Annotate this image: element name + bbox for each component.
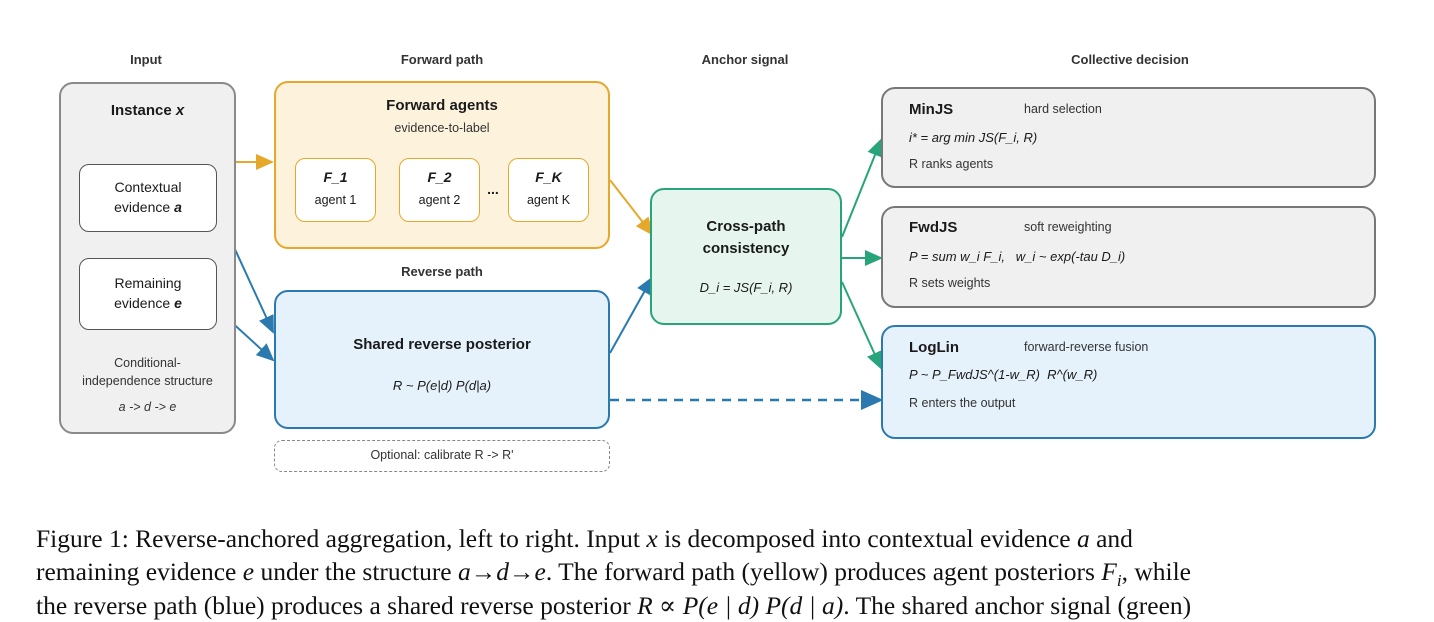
instance-title: Instance x — [110, 102, 185, 119]
arrow-consistency-to-loglin — [841, 281, 882, 370]
forward-agents-title: Forward agents — [386, 97, 498, 114]
remaining-evidence-box: Remaining evidence e — [79, 258, 217, 330]
decision-fwdjs-formula: P = sum w_i F_i, w_i ~ exp(-tau D_i) — [909, 249, 1126, 264]
instance-box: Instance x Contextual evidence a Remaini… — [59, 82, 236, 434]
decision-fwdjs-box: FwdJS soft reweighting P = sum w_i F_i, … — [881, 206, 1376, 308]
decision-loglin-formula: P ~ P_FwdJS^(1-w_R) R^(w_R) — [909, 367, 1098, 382]
ci-formula: a -> d -> e — [118, 400, 177, 414]
column-header-input: Input — [130, 52, 162, 67]
agent-box-1: F_1 agent 1 — [295, 158, 376, 222]
arrow-forward-to-consistency — [609, 179, 654, 236]
reverse-posterior-title: Shared reverse posterior — [353, 336, 531, 353]
decision-minjs-formula: i* = arg min JS(F_i, R) — [909, 130, 1038, 145]
optional-calibrate-box: Optional: calibrate R -> R' — [274, 440, 610, 472]
arrow-consistency-to-minjs — [841, 138, 883, 238]
decision-loglin-note: R enters the output — [909, 396, 1016, 410]
caption-line-3: the reverse path (blue) produces a share… — [36, 591, 1192, 620]
agent-box-k: F_K agent K — [508, 158, 589, 222]
consistency-title: Cross-path consistency — [702, 218, 790, 257]
reverse-posterior-box: Shared reverse posterior R ~ P(e|d) P(d|… — [274, 290, 610, 429]
caption-line-1: Figure 1: Reverse-anchored aggregation, … — [36, 524, 1133, 553]
column-header-anchor: Anchor signal — [701, 52, 789, 67]
reverse-path-heading: Reverse path — [401, 264, 483, 279]
arrow-reverse-to-consistency — [609, 276, 653, 354]
decision-loglin-name: LogLin — [909, 339, 959, 356]
consistency-formula: D_i = JS(F_i, R) — [699, 280, 793, 295]
ci-structure-label: Conditional- independence structure — [82, 356, 213, 388]
decision-minjs-desc: hard selection — [1024, 102, 1102, 116]
decision-fwdjs-note: R sets weights — [909, 276, 991, 290]
decision-loglin-box: LogLin forward-reverse fusion P ~ P_FwdJ… — [881, 325, 1376, 439]
column-header-decision: Collective decision — [1071, 52, 1189, 67]
agents-ellipsis: ... — [487, 181, 499, 197]
consistency-box: Cross-path consistency D_i = JS(F_i, R) — [650, 188, 842, 325]
decision-minjs-name: MinJS — [909, 101, 954, 118]
contextual-evidence-box: Contextual evidence a — [79, 164, 217, 232]
caption-line-2: remaining evidence e under the structure… — [36, 557, 1191, 591]
decision-minjs-note: R ranks agents — [909, 157, 994, 171]
decision-loglin-desc: forward-reverse fusion — [1024, 340, 1149, 354]
decision-fwdjs-desc: soft reweighting — [1024, 220, 1112, 234]
column-header-forward: Forward path — [400, 52, 484, 67]
reverse-posterior-formula: R ~ P(e|d) P(d|a) — [392, 378, 492, 393]
forward-agents-subtitle: evidence-to-label — [394, 121, 490, 135]
forward-agents-box: Forward agents evidence-to-label F_1 age… — [274, 81, 610, 249]
decision-fwdjs-name: FwdJS — [909, 219, 958, 236]
decision-minjs-box: MinJS hard selection i* = arg min JS(F_i… — [881, 87, 1376, 188]
agent-box-2: F_2 agent 2 — [399, 158, 480, 222]
